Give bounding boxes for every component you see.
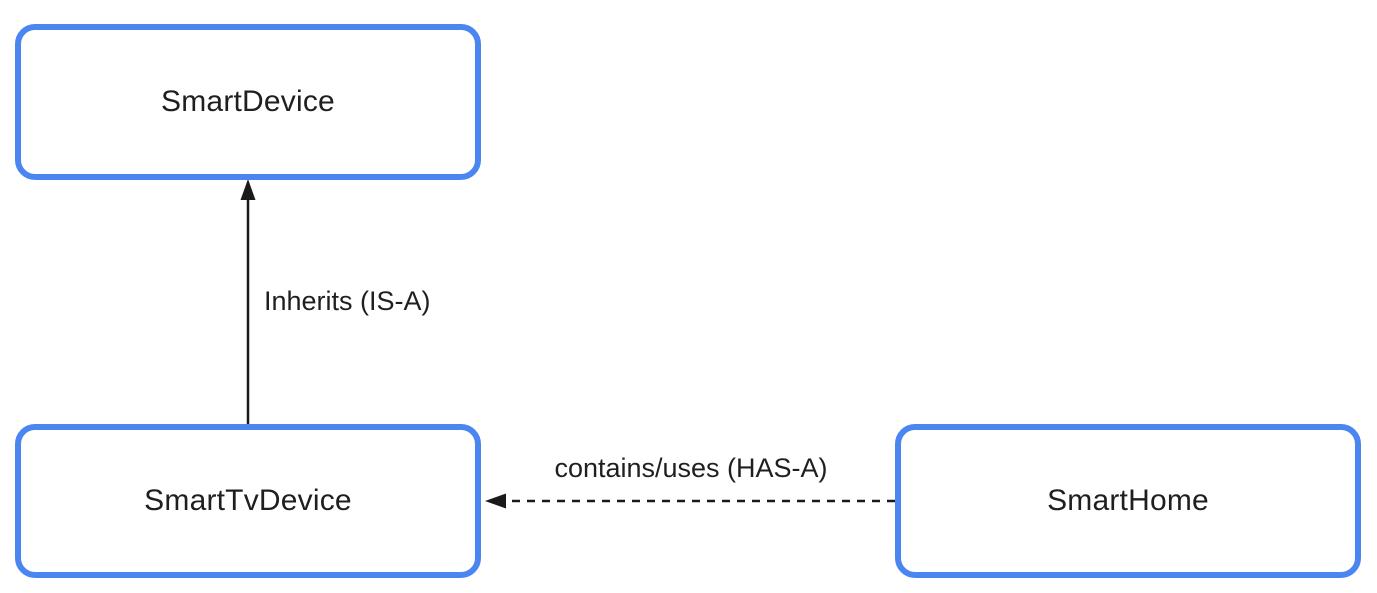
- edge-label-contains-uses-has-a: contains/uses (HAS-A): [554, 453, 828, 483]
- arrowhead-left-icon: [485, 493, 506, 509]
- node-smart-tv-device: SmartTvDevice: [15, 424, 481, 578]
- edge-label-inherits-is-a: Inherits (IS-A): [264, 286, 431, 316]
- node-smart-device-label: SmartDevice: [161, 85, 335, 118]
- node-smart-home: SmartHome: [895, 424, 1361, 578]
- inheritance-arrow: [240, 179, 256, 424]
- arrowhead-up-icon: [240, 179, 256, 200]
- node-smart-tv-device-label: SmartTvDevice: [144, 484, 352, 517]
- node-smart-home-label: SmartHome: [1047, 484, 1209, 517]
- node-smart-device: SmartDevice: [15, 24, 481, 180]
- has-a-arrow: [485, 493, 895, 509]
